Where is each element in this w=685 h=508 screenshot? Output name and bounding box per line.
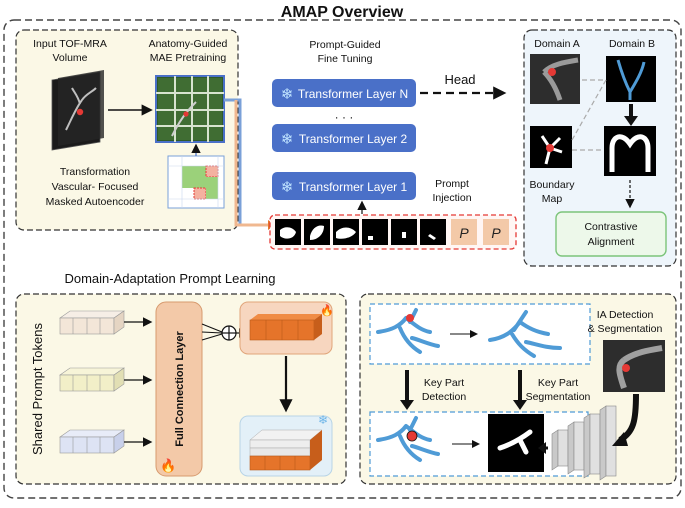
fire-icon: 🔥 bbox=[320, 304, 334, 317]
key-seg-line2: Segmentation bbox=[526, 391, 591, 403]
dash-link-b bbox=[571, 79, 607, 141]
snowflake-icon: ❄ bbox=[281, 179, 294, 196]
ia-detection-image bbox=[603, 340, 665, 392]
prompt-token-bar-2 bbox=[59, 367, 125, 392]
connector-mae-to-stack bbox=[224, 98, 242, 225]
finetune-title-line1: Prompt-Guided bbox=[309, 39, 380, 51]
boundary-map-image bbox=[530, 126, 572, 168]
mask-pattern-grid bbox=[167, 155, 225, 209]
dapl-panel: Shared Prompt Tokens bbox=[15, 293, 347, 485]
dapl-title: Domain-Adaptation Prompt Learning bbox=[64, 271, 275, 286]
oplus-icon bbox=[221, 325, 237, 341]
segmentation-result bbox=[488, 414, 544, 472]
input-volume-image bbox=[51, 70, 104, 151]
transformer-layer-n: ❄ Transformer Layer N bbox=[272, 79, 416, 107]
shared-tokens-label: Shared Prompt Tokens bbox=[30, 323, 45, 455]
finetuning-panel: Prompt-Guided Fine Tuning ❄ Transformer … bbox=[269, 39, 517, 250]
vessel-tree-top-left bbox=[376, 308, 440, 354]
key-detect-line2: Detection bbox=[422, 391, 467, 403]
transformer-layer-1: ❄ Transformer Layer 1 bbox=[272, 172, 416, 200]
domain-a-image bbox=[530, 54, 580, 104]
finetune-title-line2: Fine Tuning bbox=[318, 53, 373, 65]
vessel-tree-bottom-left bbox=[376, 416, 440, 462]
prompt-token-2-label: P bbox=[491, 225, 501, 241]
arrow-decoder-to-result bbox=[538, 442, 546, 454]
domain-b-mask bbox=[604, 126, 656, 176]
fc-layer-label: Full Connection Layer bbox=[174, 331, 186, 447]
detection-title-line1: IA Detection bbox=[597, 309, 654, 321]
domain-panel: Domain A Domain B Boundary Map Contr bbox=[523, 29, 677, 267]
contrastive-line1: Contrastive bbox=[584, 221, 637, 233]
fc-layer-box bbox=[155, 301, 203, 477]
prompt-token-1 bbox=[451, 219, 477, 245]
prompt-token-1-label: P bbox=[459, 225, 469, 241]
pretraining-panel: Input TOF-MRA Volume Anatomy-Guided MAE … bbox=[15, 29, 239, 231]
transformer-layer-2-label: Transformer Layer 2 bbox=[299, 132, 408, 146]
caption-line1: Transformation bbox=[60, 166, 130, 178]
detection-panel: IA Detection & Segmentation Key Part Det… bbox=[359, 293, 677, 485]
input-label-line1: Input TOF-MRA bbox=[33, 38, 107, 50]
caption-line2: Vascular- Focused bbox=[52, 181, 139, 193]
prompt-mask-tiles bbox=[275, 219, 446, 245]
snowflake-icon: ❄ bbox=[281, 131, 294, 148]
transformer-layer-2: ❄ Transformer Layer 2 bbox=[272, 124, 416, 152]
mae-masked-grid bbox=[155, 75, 225, 143]
key-detect-line1: Key Part bbox=[424, 377, 464, 389]
domain-b-label: Domain B bbox=[609, 38, 655, 50]
decoder-network bbox=[551, 405, 617, 481]
prompt-injection-line1: Prompt bbox=[435, 178, 469, 190]
boundary-label-line1: Boundary bbox=[530, 179, 576, 191]
transformer-layer-1-label: Transformer Layer 1 bbox=[299, 180, 408, 194]
vessel-row-top bbox=[369, 303, 591, 365]
layer-ellipsis: · · · bbox=[335, 110, 354, 124]
prompt-token-2 bbox=[483, 219, 509, 245]
head-label: Head bbox=[444, 72, 475, 87]
snowflake-icon: ❄ bbox=[281, 86, 294, 103]
fire-icon: 🔥 bbox=[160, 458, 176, 473]
snowflake-icon: ❄ bbox=[318, 413, 328, 427]
prompt-injection-line2: Injection bbox=[432, 192, 471, 204]
mae-label-line1: Anatomy-Guided bbox=[149, 38, 228, 50]
contrastive-line2: Alignment bbox=[588, 236, 635, 248]
key-seg-line1: Key Part bbox=[538, 377, 578, 389]
frozen-stack-cubes bbox=[249, 429, 323, 471]
mae-label-line2: MAE Pretraining bbox=[150, 52, 227, 64]
input-label-line2: Volume bbox=[52, 52, 87, 64]
detection-title-line2: & Segmentation bbox=[588, 323, 663, 335]
outer-frame bbox=[3, 19, 682, 499]
boundary-label-line2: Map bbox=[542, 193, 563, 205]
transformer-layer-n-label: Transformer Layer N bbox=[298, 87, 408, 101]
caption-line3: Masked Autoencoder bbox=[46, 196, 145, 208]
prompt-token-bar-3 bbox=[59, 429, 125, 454]
figure-title: AMAP Overview bbox=[281, 4, 404, 21]
prompt-token-bar-1 bbox=[59, 310, 125, 335]
domain-b-image bbox=[606, 56, 656, 102]
contrastive-alignment-box bbox=[555, 211, 667, 257]
vessel-tree-top-right bbox=[488, 310, 562, 358]
domain-a-label: Domain A bbox=[534, 38, 580, 50]
connector-mae-to-prompts bbox=[234, 100, 268, 227]
generated-prompt-cubes bbox=[249, 314, 322, 341]
